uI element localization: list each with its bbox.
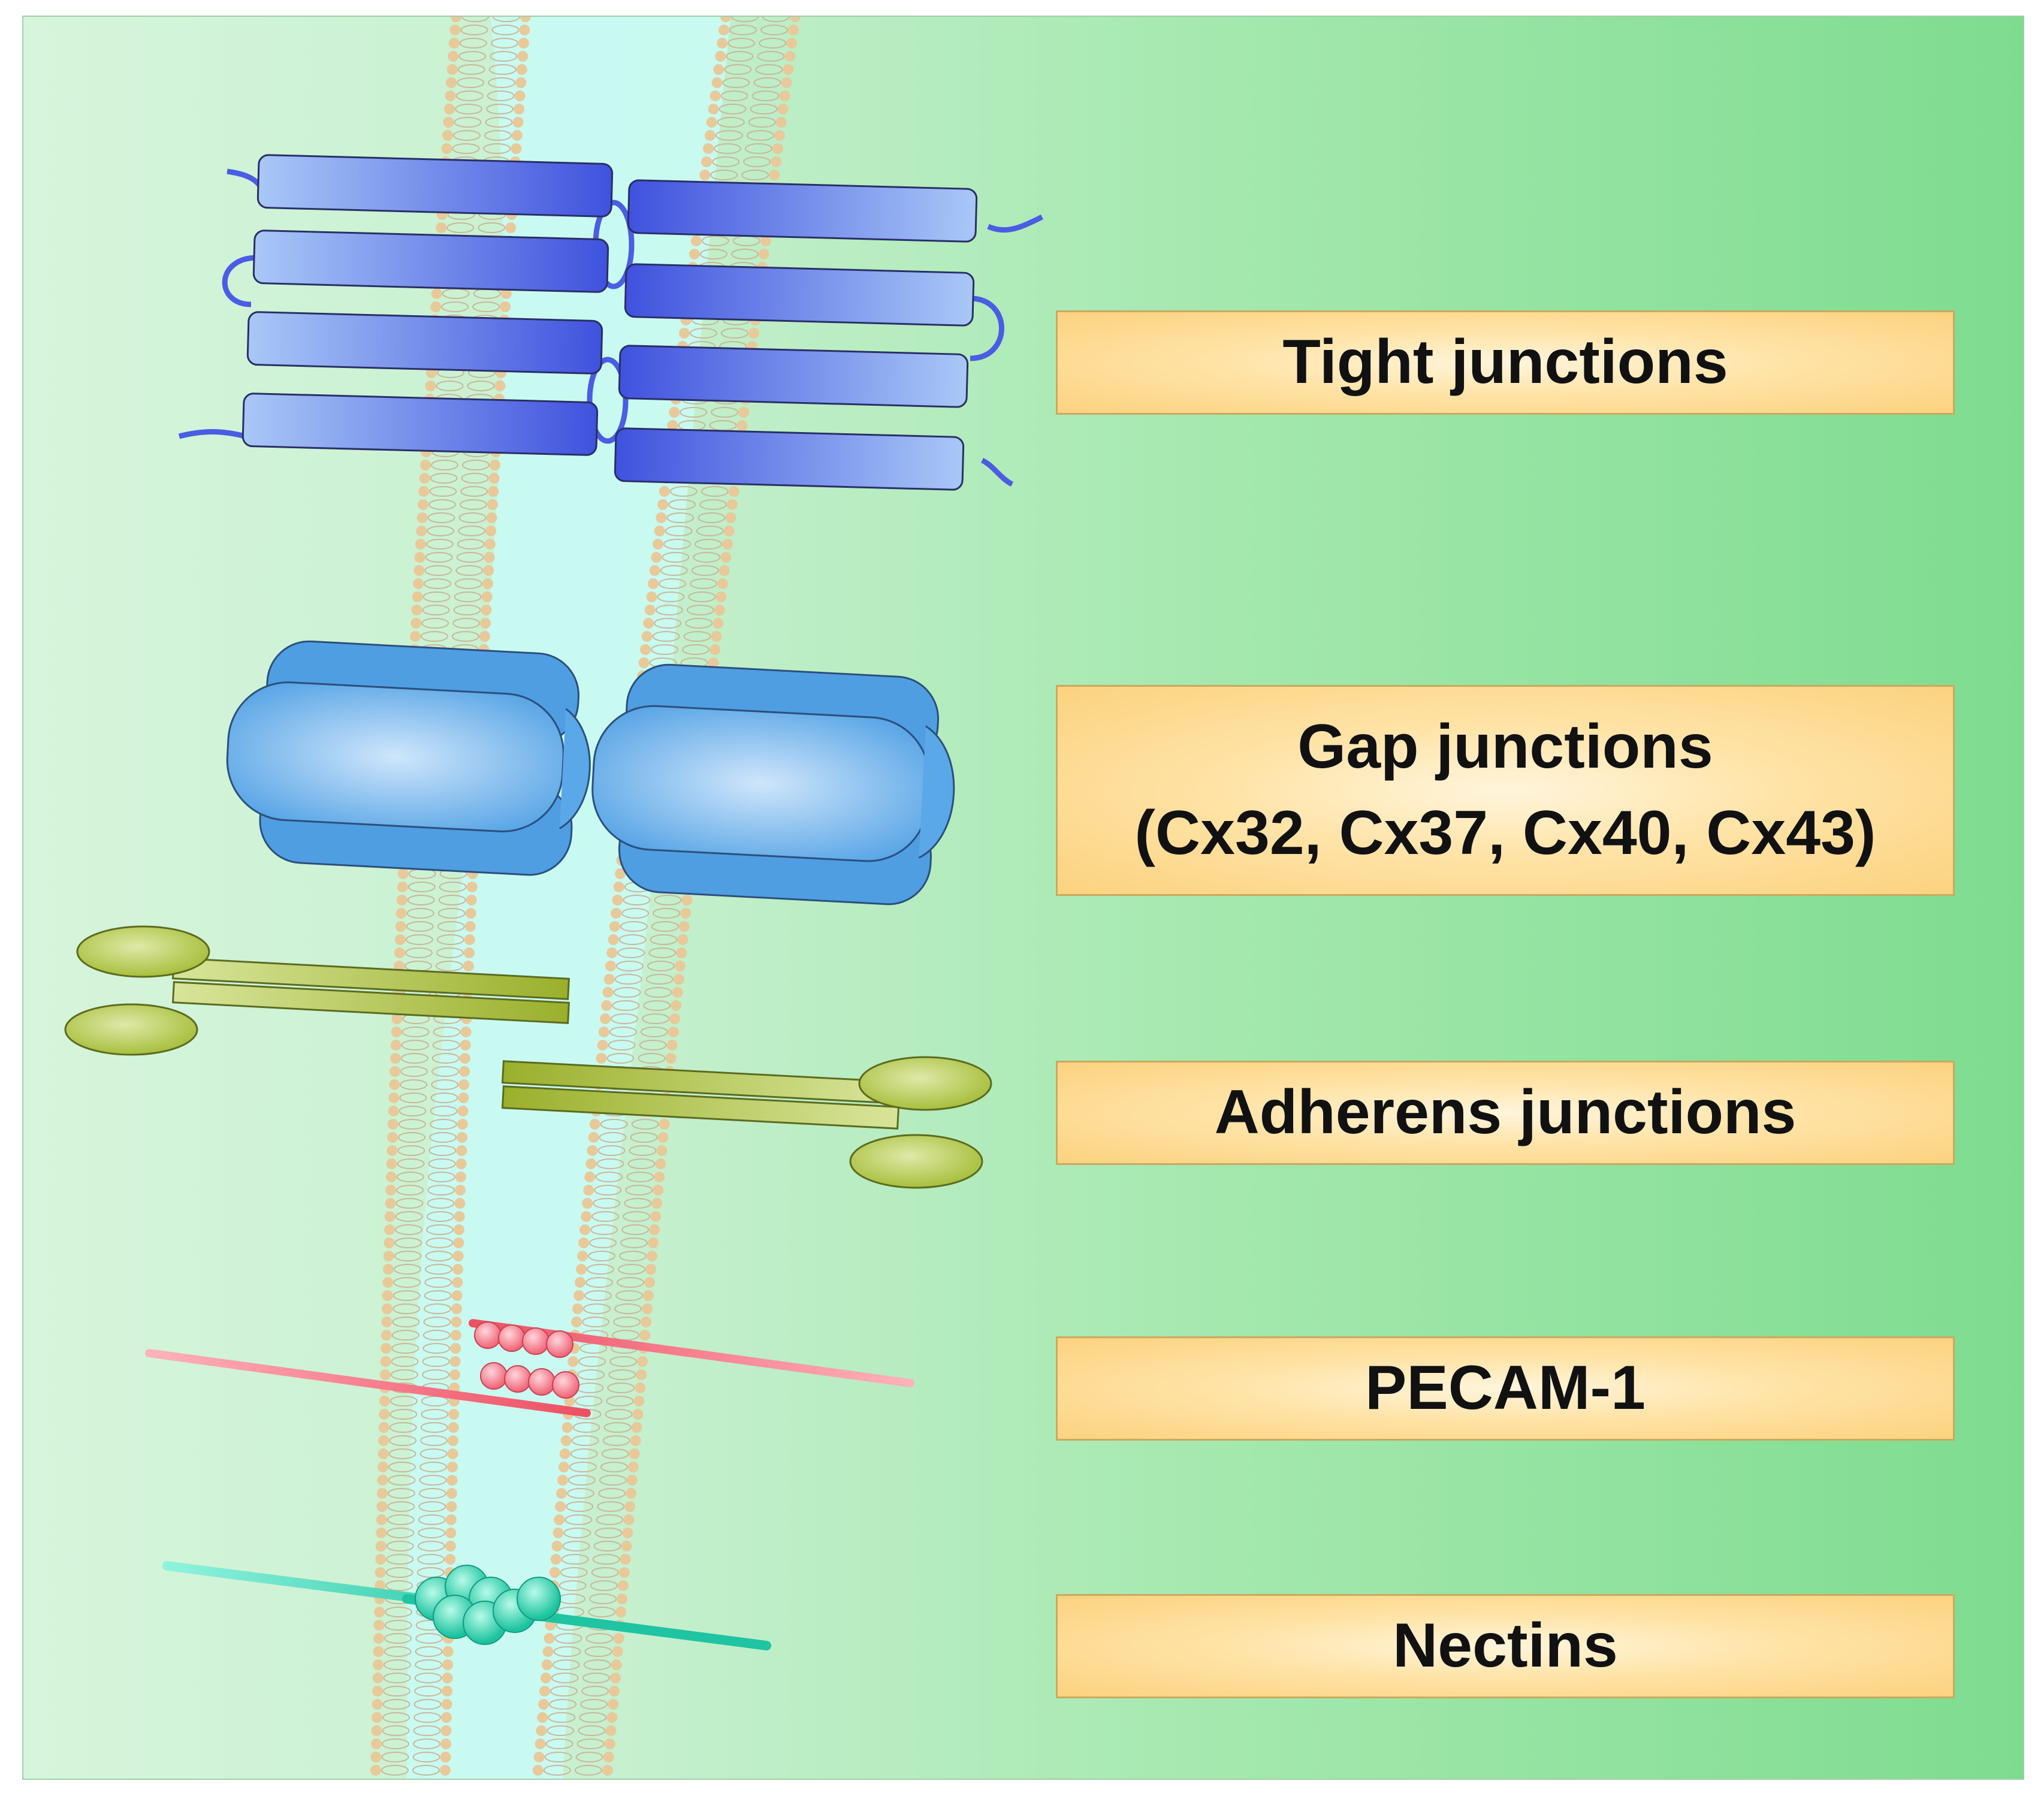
label-gap-line-1: Gap junctions — [1297, 712, 1713, 782]
tight-junction-strands — [178, 154, 1044, 491]
diagram-panel: Tight junctions Gap junctions (Cx32, Cx3… — [22, 16, 2024, 1780]
label-tight-junctions: Tight junctions — [1056, 310, 1955, 415]
label-pecam-1: PECAM-1 — [1056, 1336, 1955, 1441]
label-gap-junctions: Gap junctions (Cx32, Cx37, Cx40, Cx43) — [1056, 685, 1955, 896]
label-nectins: Nectins — [1056, 1594, 1955, 1698]
label-gap-junctions-text: Gap junctions (Cx32, Cx37, Cx40, Cx43) — [1134, 704, 1876, 876]
cell-junction-illustration — [64, 17, 1044, 1779]
gap-junction-connexons — [226, 640, 955, 905]
label-nectins-text: Nectins — [1393, 1611, 1618, 1681]
adherens-junction-cadherins — [64, 925, 992, 1189]
nectin-molecules — [162, 1561, 771, 1650]
label-adherens-junctions: Adherens junctions — [1056, 1061, 1955, 1165]
pecam-1-molecules — [145, 1319, 914, 1417]
label-gap-line-2: (Cx32, Cx37, Cx40, Cx43) — [1134, 798, 1876, 868]
label-adherens-junctions-text: Adherens junctions — [1214, 1077, 1797, 1148]
label-pecam-1-text: PECAM-1 — [1364, 1353, 1646, 1423]
label-tight-junctions-text: Tight junctions — [1282, 327, 1728, 397]
